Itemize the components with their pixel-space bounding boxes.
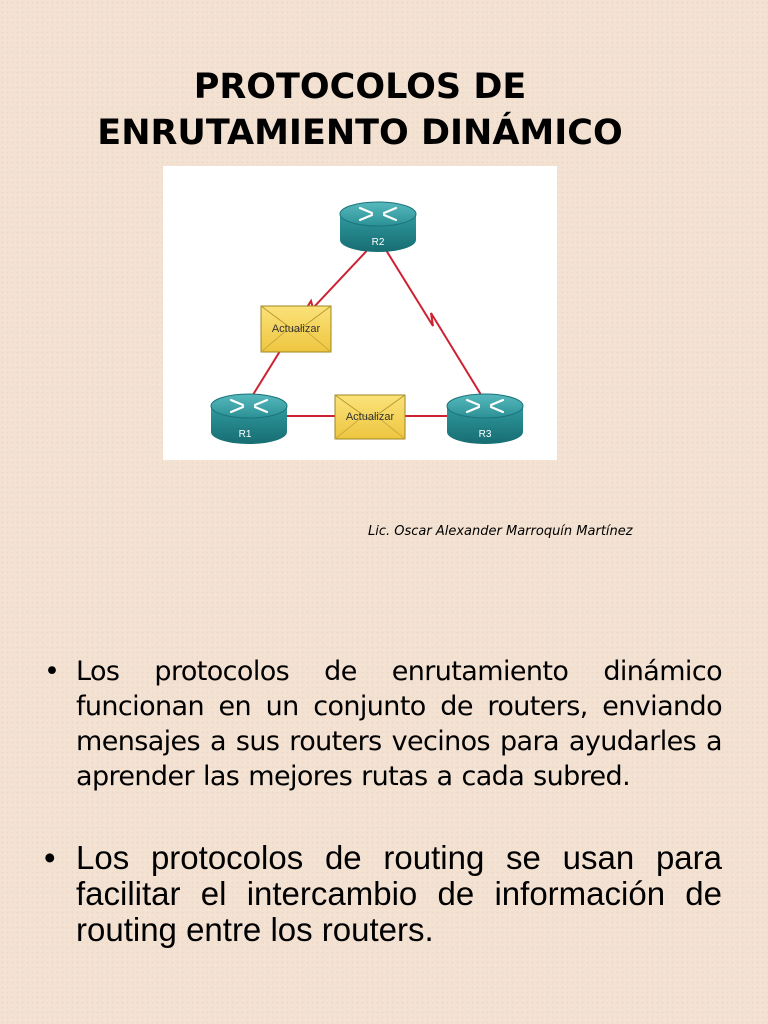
update-envelope-bottom: Actualizar xyxy=(334,394,406,440)
slide-title-line-2: ENRUTAMIENTO DINÁMICO xyxy=(97,113,623,153)
bullet-marker: • xyxy=(44,656,60,687)
router-arrows-icon xyxy=(229,398,269,414)
router-r3: R3 xyxy=(446,393,524,444)
network-diagram: Actualizar Actualizar R2 xyxy=(163,166,557,460)
bullet-text: Los protocolos de enrutamiento dinámico … xyxy=(76,656,723,792)
slide-title-line-1: PROTOCOLOS DE xyxy=(193,67,527,107)
network-diagram-svg: Actualizar Actualizar R2 xyxy=(210,201,524,444)
router-arrows-icon xyxy=(465,398,505,414)
bullet-marker: • xyxy=(44,839,56,876)
router-r1: R1 xyxy=(210,393,288,444)
update-envelope-left: Actualizar xyxy=(260,305,332,353)
bullet-text: Los protocolos de routing se usan para f… xyxy=(76,839,722,948)
router-r2: R2 xyxy=(339,201,417,252)
bullet-item: • Los protocolos de routing se usan para… xyxy=(40,840,722,948)
author-credit: Lic. Oscar Alexander Marroquín Martínez xyxy=(368,524,633,539)
bullet-item: • Los protocolos de enrutamiento dinámic… xyxy=(40,654,723,794)
router-label: R3 xyxy=(479,429,492,440)
router-label: R1 xyxy=(239,429,252,440)
slide-title: PROTOCOLOS DE ENRUTAMIENTO DINÁMICO xyxy=(40,64,680,156)
link-r2-r3 xyxy=(380,241,484,399)
bullet-list: • Los protocolos de enrutamiento dinámic… xyxy=(40,654,723,948)
update-label-left: Actualizar xyxy=(272,323,321,335)
update-label-bottom: Actualizar xyxy=(346,411,395,423)
router-arrows-icon xyxy=(358,206,398,222)
router-label: R2 xyxy=(372,237,385,248)
